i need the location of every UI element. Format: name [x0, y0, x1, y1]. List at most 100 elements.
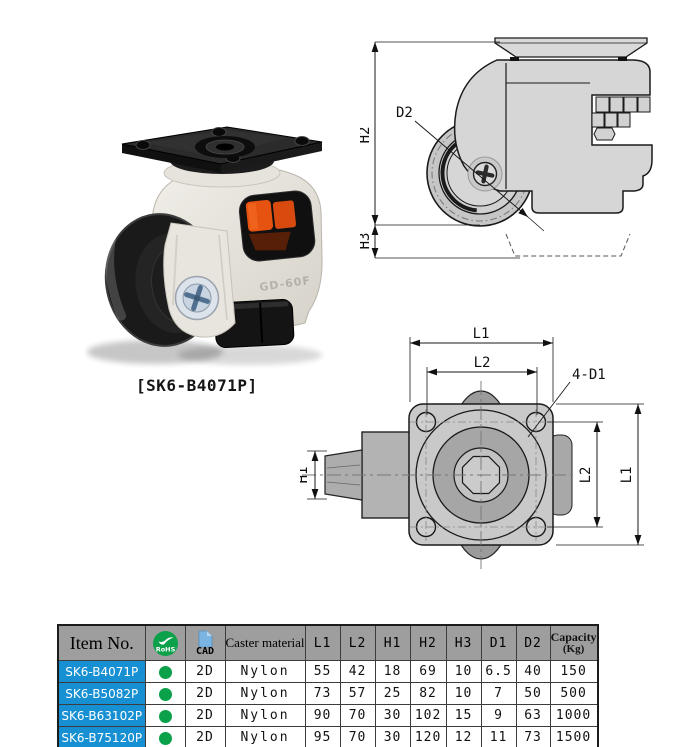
h2-cell: 102 [409, 704, 447, 727]
cad-cell: 2D [184, 682, 226, 705]
cad-file-icon [198, 630, 212, 647]
col-header-item-no: Item No. [57, 624, 146, 661]
col-header-h3: H3 [445, 624, 482, 661]
table-row: SK6-B4071P 2D Nylon 55 42 18 69 10 6.5 4… [57, 660, 599, 683]
material-cell: Nylon [224, 704, 306, 727]
rohs-icon-label: RoHS [155, 645, 175, 653]
dim-label-h3: H3 [360, 233, 373, 250]
adjuster-opening [238, 190, 316, 262]
h3-cell: 10 [445, 682, 482, 705]
l2-cell: 70 [339, 726, 376, 747]
capacity-label: Capacity [550, 629, 597, 644]
item-no-cell: SK6-B63102P [57, 704, 146, 727]
col-header-cad: CAD [184, 624, 226, 661]
capacity-cell: 500 [549, 682, 599, 705]
rohs-cell [144, 660, 186, 683]
table-header-row: Item No. RoHS [57, 624, 599, 661]
cad-cell: 2D [184, 660, 226, 683]
dim-label-d2: D2 [396, 105, 413, 121]
col-header-h2: H2 [409, 624, 447, 661]
side-body [453, 59, 653, 214]
h3-cell: 12 [445, 726, 482, 747]
side-top-plate [494, 37, 648, 61]
col-header-d2: D2 [515, 624, 551, 661]
item-no-cell: SK6-B75120P [57, 726, 146, 747]
rohs-cell [144, 682, 186, 705]
l1-cell: 95 [304, 726, 341, 747]
capacity-cell: 1000 [549, 704, 599, 727]
dim-label-l2-top: L2 [474, 355, 491, 371]
table-row: SK6-B63102P 2D Nylon 90 70 30 102 15 9 6… [57, 704, 599, 727]
adjust-gear-teeth [591, 96, 651, 141]
d2-cell: 50 [515, 682, 551, 705]
capacity-unit-label: (Kg) [562, 642, 585, 655]
dim-label-l2-right: L2 [578, 467, 594, 484]
material-cell: Nylon [224, 682, 306, 705]
col-header-h1: H1 [374, 624, 411, 661]
d1-cell: 11 [480, 726, 517, 747]
dim-label-h1: H1 [300, 467, 311, 484]
d2-cell: 40 [515, 660, 551, 683]
phillips-screw [174, 275, 220, 321]
cad-cell: 2D [184, 704, 226, 727]
body-shadow [178, 345, 322, 365]
axle-protrusion [324, 449, 363, 501]
dim-label-l1-right: L1 [619, 467, 635, 484]
d1-cell: 9 [480, 704, 517, 727]
d2-cell: 63 [515, 704, 551, 727]
table-row: SK6-B5082P 2D Nylon 73 57 25 82 10 7 50 … [57, 682, 599, 705]
top-dimensions [307, 337, 644, 546]
side-view-diagram: H2 H3 D2 [360, 37, 653, 259]
side-dimensions [371, 41, 545, 259]
d1-cell: 6.5 [480, 660, 517, 683]
material-cell: Nylon [224, 660, 306, 683]
dim-label-l1-top: L1 [473, 326, 490, 342]
rohs-dot [158, 732, 172, 745]
h1-cell: 18 [374, 660, 411, 683]
material-cell: Nylon [224, 726, 306, 747]
h3-cell: 10 [445, 660, 482, 683]
cad-label: CAD [195, 645, 215, 657]
dim-label-4d1: 4-D1 [572, 367, 606, 383]
plate-bolt-hole [135, 140, 151, 150]
wheel-shadow [87, 340, 223, 364]
rohs-cell [144, 726, 186, 747]
rohs-icon: RoHS [152, 630, 178, 656]
item-no-cell: SK6-B4071P [57, 660, 146, 683]
l1-cell: 73 [304, 682, 341, 705]
h1-cell: 25 [374, 682, 411, 705]
side-screw [467, 156, 503, 192]
centerlines [302, 381, 575, 569]
l2-cell: 70 [339, 704, 376, 727]
col-header-capacity: Capacity (Kg) [549, 624, 599, 661]
product-caption: [SK6-B4071P] [136, 376, 258, 395]
top-view-diagram: L1 L2 4-D1 H1 L2 L1 [300, 326, 644, 569]
orange-adjuster-right [272, 200, 297, 229]
col-header-material: Caster material [224, 624, 306, 661]
rohs-cell [144, 704, 186, 727]
col-header-d1: D1 [480, 624, 517, 661]
col-header-rohs: RoHS [144, 624, 186, 661]
lowered-pad-outline [505, 233, 631, 257]
rohs-dot [158, 710, 172, 723]
item-no-cell: SK6-B5082P [57, 682, 146, 705]
rohs-dot [158, 688, 172, 701]
col-header-l1: L1 [304, 624, 341, 661]
rohs-dot [158, 666, 172, 679]
h2-cell: 82 [409, 682, 447, 705]
mounting-plate [121, 126, 323, 173]
product-photo: GD-60F [87, 126, 323, 365]
h3-cell: 15 [445, 704, 482, 727]
col-header-l2: L2 [339, 624, 376, 661]
h1-cell: 30 [374, 726, 411, 747]
h2-cell: 69 [409, 660, 447, 683]
capacity-cell: 1500 [549, 726, 599, 747]
plate-bolt-hole [211, 127, 227, 137]
l2-cell: 42 [339, 660, 376, 683]
cad-cell: 2D [184, 726, 226, 747]
dim-label-h2: H2 [360, 127, 373, 144]
table-row: SK6-B75120P 2D Nylon 95 70 30 120 12 11 … [57, 726, 599, 747]
d2-cell: 73 [515, 726, 551, 747]
d1-cell: 7 [480, 682, 517, 705]
